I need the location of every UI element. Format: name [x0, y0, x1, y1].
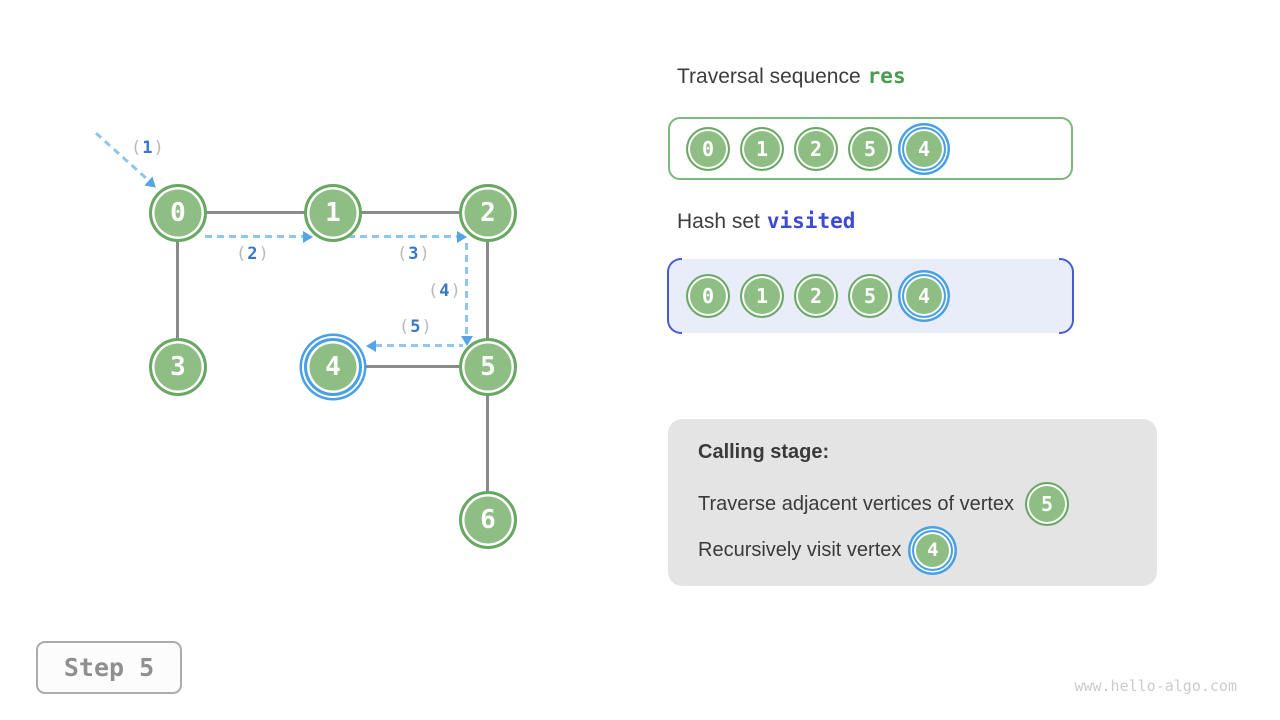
- edge-2-5: [486, 213, 489, 367]
- res-item-4-highlighted: 4: [902, 126, 946, 171]
- step-label: Step 5: [63, 653, 155, 682]
- visited-title: Hash set visited: [677, 209, 855, 234]
- traversal-arrow-5: [366, 339, 463, 352]
- traversal-arrow-2: [205, 230, 313, 243]
- graph-node-4-highlighted: 4: [304, 338, 362, 396]
- visited-item-1: 1: [740, 274, 784, 318]
- graph-node-3: 3: [149, 338, 207, 396]
- arrow-label-5: (5): [399, 317, 433, 337]
- calling-row-1-text: Traverse adjacent vertices of vertex: [698, 492, 1015, 515]
- node-label: 2: [480, 198, 496, 228]
- node-label: 6: [480, 505, 496, 535]
- visited-set-box: 0 1 2 5 4: [667, 258, 1074, 334]
- graph-node-1: 1: [304, 184, 362, 242]
- visited-item-0: 0: [686, 274, 730, 318]
- res-item-1: 1: [740, 126, 784, 171]
- arrowhead-icon: [457, 230, 467, 243]
- graph-node-0: 0: [149, 184, 207, 242]
- arrow-label-3: (3): [397, 244, 431, 264]
- edge-0-3: [176, 213, 179, 367]
- vertex-badge-4-highlighted: 4: [912, 529, 954, 571]
- graph-node-2: 2: [459, 184, 517, 242]
- arrowhead-left-icon: [366, 339, 376, 352]
- node-label: 0: [170, 198, 186, 228]
- visited-title-text: Hash set: [677, 210, 760, 233]
- node-label: 4: [325, 352, 341, 382]
- graph-node-6: 6: [459, 491, 517, 549]
- arrow-label-2: (2): [236, 244, 270, 264]
- res-item-0: 0: [686, 126, 730, 171]
- arrowhead-icon: [303, 230, 313, 243]
- calling-row-2-text: Recursively visit vertex: [698, 538, 902, 561]
- set-bracket-right-icon: [1059, 258, 1074, 334]
- arrow-label-1: (1): [131, 138, 165, 158]
- calling-stage-box: Calling stage: Traverse adjacent vertice…: [668, 419, 1157, 586]
- calling-row-2: Recursively visit vertex 4: [698, 527, 1139, 573]
- vertex-badge-5: 5: [1025, 482, 1070, 526]
- arrowhead-down-icon: [460, 336, 473, 346]
- edge-5-6: [486, 367, 489, 520]
- visited-item-2: 2: [794, 274, 838, 318]
- visited-code-label: visited: [766, 209, 856, 233]
- res-sequence-box: 0 1 2 5 4: [668, 117, 1073, 180]
- res-code-label: res: [867, 64, 906, 88]
- node-label: 1: [325, 198, 341, 228]
- set-bracket-left-icon: [667, 258, 682, 334]
- watermark: www.hello-algo.com: [1074, 677, 1237, 695]
- calling-stage-title: Calling stage:: [698, 441, 830, 463]
- calling-row-1: Traverse adjacent vertices of vertex 5: [698, 481, 1139, 527]
- edge-0-1: [178, 211, 333, 214]
- node-label: 3: [170, 352, 186, 382]
- res-item-3: 5: [848, 126, 892, 171]
- visited-item-4-highlighted: 4: [902, 274, 946, 318]
- traversal-arrow-4: [460, 243, 473, 346]
- res-title: Traversal sequence res: [677, 64, 906, 89]
- res-item-2: 2: [794, 126, 838, 171]
- step-badge: Step 5: [36, 641, 182, 694]
- node-label: 5: [480, 352, 496, 382]
- arrowhead-icon: [144, 176, 161, 192]
- graph-node-5: 5: [459, 338, 517, 396]
- edge-4-5: [333, 365, 488, 368]
- traversal-arrow-3: [348, 230, 467, 243]
- res-title-text: Traversal sequence: [677, 65, 861, 88]
- arrow-label-4: (4): [428, 281, 462, 301]
- edge-1-2: [333, 211, 488, 214]
- visited-item-3: 5: [848, 274, 892, 318]
